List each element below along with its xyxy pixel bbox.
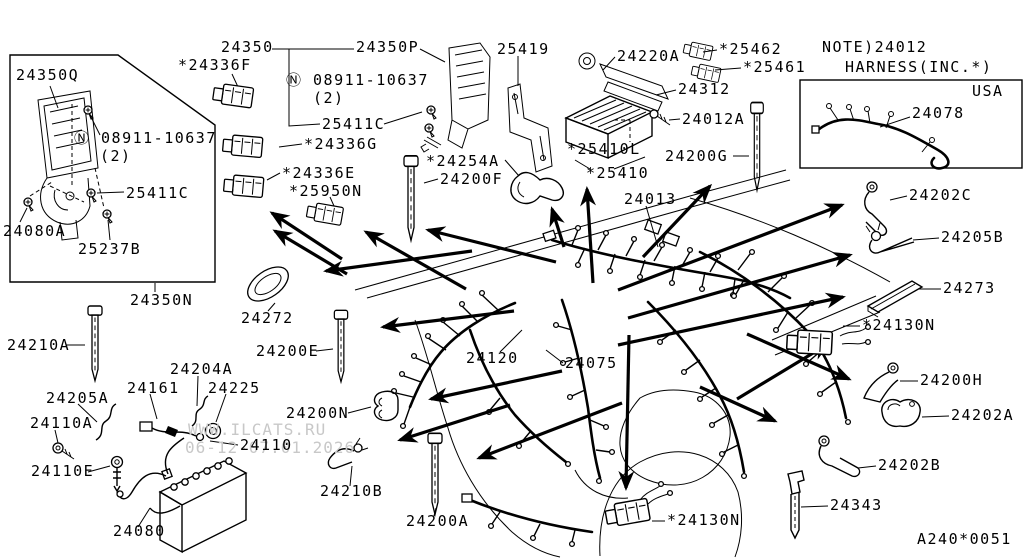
note-line2: HARNESS(INC.*) [845,58,993,76]
part-label: 24080A [3,222,67,240]
part-label: 24110E [31,462,95,480]
part-label: 24205A [46,389,110,407]
part-label: 24350 [221,38,274,56]
part-label: 24200N [286,404,350,422]
part-label: Ⓝ 08911-10637 [286,71,429,89]
part-label: 24078 [912,104,965,122]
part-label: 24350P [356,38,420,56]
part-label: 24200H [920,371,984,389]
part-label: *25950N [289,182,363,200]
part-label: *24336E [282,164,356,182]
part-label: 24110 [240,436,293,454]
part-label: *24254A [426,152,500,170]
bracket-24312 [603,81,663,112]
part-label: 24200F [440,170,504,188]
clip-ties-top [403,101,765,242]
part-label: 24350N [130,291,194,309]
part-label: *24130N [667,511,741,529]
note-line1: NOTE)24012 [822,38,928,56]
usa-region-label: USA [972,82,1004,100]
part-label: *25410 [586,164,650,182]
part-label: 24220A [617,47,681,65]
part-label: 24350Q [16,66,80,84]
part-label: *24336F [178,56,252,74]
part-label: Ⓝ 08911-10637 [74,129,217,147]
part-label: 24210B [320,482,384,500]
connectors-25462-25461 [682,40,742,84]
part-label: 24205B [941,228,1005,246]
part-label: 24202A [951,406,1015,424]
harness-24075 [545,298,616,485]
part-label: (2) [313,89,345,107]
bracket-25419 [507,56,553,173]
part-label: (2) [100,147,132,165]
part-label: 25411C [126,184,190,202]
usa-inset-box [799,79,1023,170]
cover-24220A [599,63,669,100]
inset-box-24350 [9,54,216,292]
part-label: 24202C [909,186,973,204]
part-label: 24273 [943,279,996,297]
harness-rocker [461,493,594,548]
part-label: 24343 [830,496,883,514]
part-label: *25410L [567,140,641,158]
part-label: 24013 [624,190,677,208]
direction-arrows [269,183,853,491]
part-label: 24312 [678,80,731,98]
part-label: 25237B [78,240,142,258]
part-label: 24225 [208,379,261,397]
part-label: 24272 [241,309,294,327]
part-label: 24200G [665,147,729,165]
part-label: 24204A [170,360,234,378]
part-label: 24200E [256,342,320,360]
part-label: 25411C [322,115,386,133]
part-label: *24336G [304,135,378,153]
part-label: 25419 [497,40,550,58]
part-label: 24012A [682,110,746,128]
part-label: 24210A [7,336,71,354]
diagram-code: A240*0051 [917,530,1012,548]
part-label: 24110A [30,414,94,432]
part-label: 24080 [113,522,166,540]
left-bottom-parts [52,266,443,554]
part-label: 24200A [406,512,470,530]
right-side-parts [603,181,950,540]
bracket-structure-24350 [231,48,446,207]
part-label: 24202B [878,456,942,474]
part-label: 24161 [127,379,180,397]
part-label: *24130N [862,316,936,334]
bracket-24350P [420,42,491,153]
fusebox-25410 [564,52,681,170]
part-label: 24120 [466,349,519,367]
car-body-outline [354,169,891,558]
harness-24120 [390,289,572,468]
part-label: 24075 [565,354,618,372]
part-label: *25461 [743,58,807,76]
part-label: *25462 [719,40,783,58]
